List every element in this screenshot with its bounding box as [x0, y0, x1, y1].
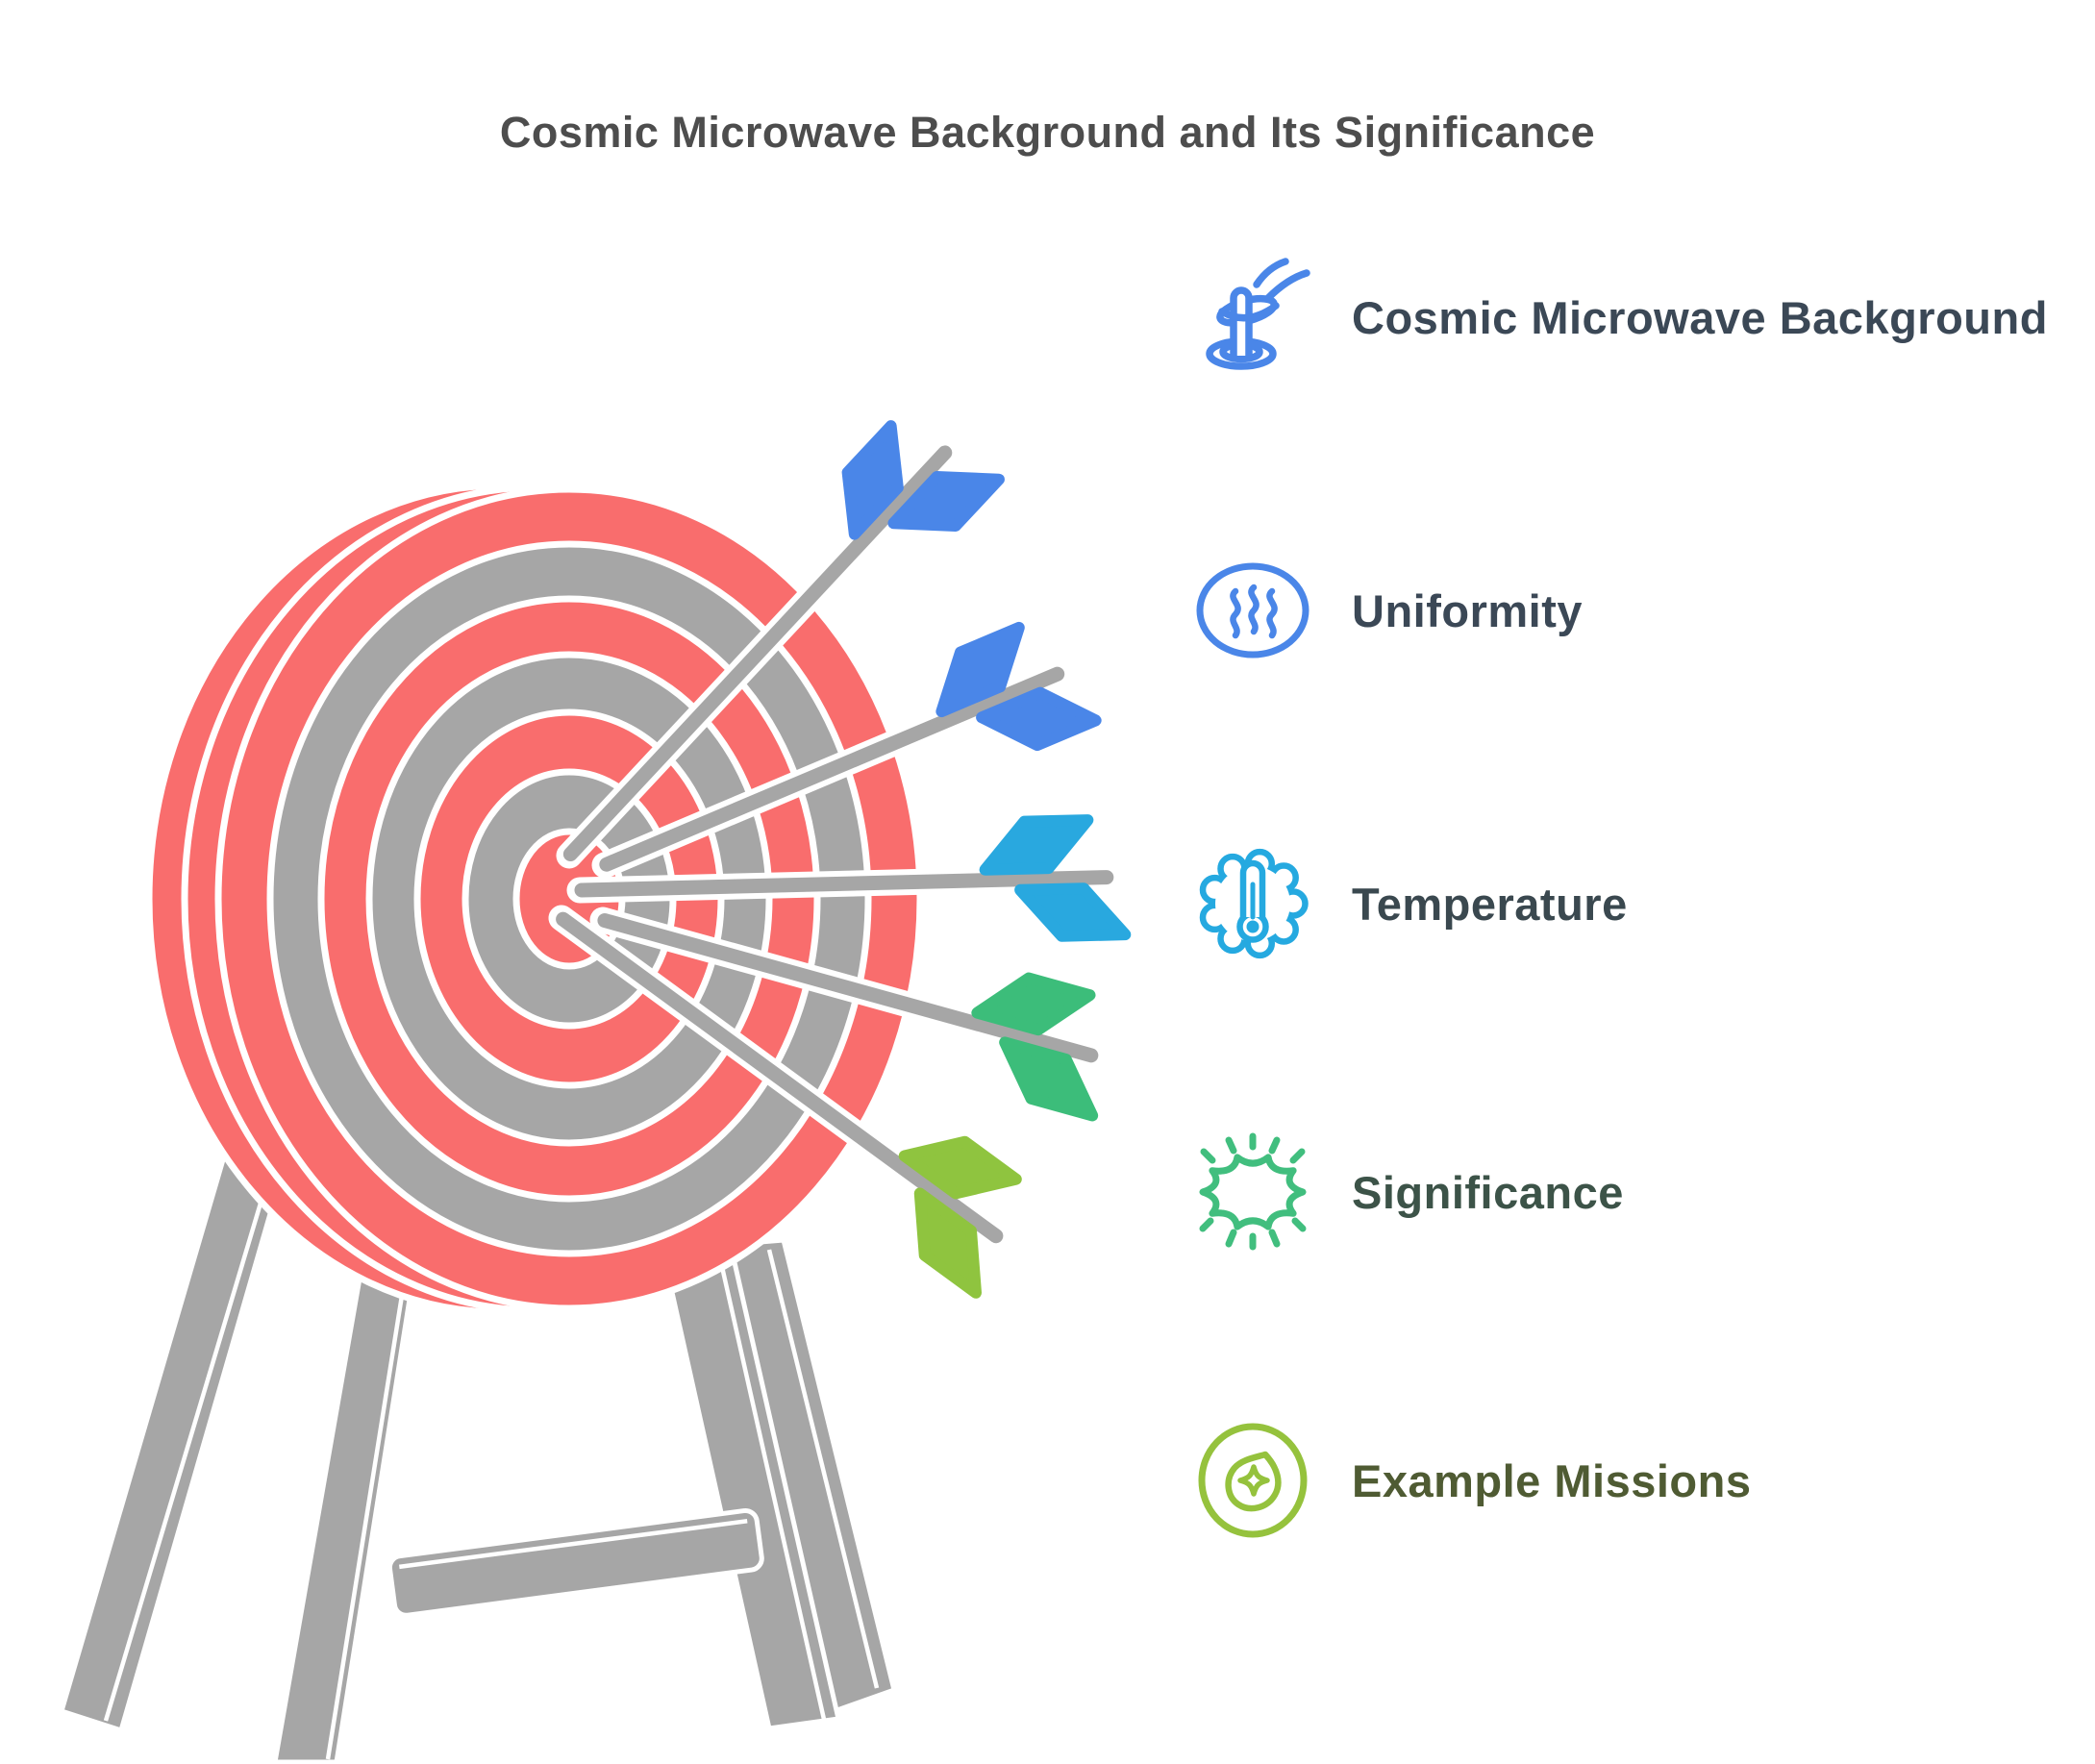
- fletching-blue: [841, 420, 904, 540]
- list-item: Cosmic Microwave Background: [1190, 255, 2048, 380]
- fletching-blue: [976, 686, 1102, 752]
- arrow-5: [548, 905, 1022, 1299]
- arrows: [548, 420, 1132, 1299]
- satellite-dish-icon: [1190, 255, 1315, 380]
- list-item-label: Uniformity: [1352, 584, 1583, 636]
- page-title: Cosmic Microwave Background and Its Sign…: [499, 108, 1596, 157]
- fletching-olive: [898, 1135, 1022, 1200]
- arrow-3: [566, 814, 1132, 942]
- arrow-1: [556, 420, 1005, 869]
- list-item: Temperature: [1190, 841, 1628, 966]
- target-stand: [58, 1097, 897, 1764]
- list-item-label: Temperature: [1352, 878, 1628, 930]
- location-pin-star-icon: [1190, 1418, 1315, 1543]
- list-item-label: Significance: [1352, 1166, 1624, 1218]
- list-item-label: Cosmic Microwave Background: [1352, 291, 2048, 343]
- list-item: Uniformity: [1190, 548, 1583, 673]
- fletching-cyan: [979, 814, 1094, 876]
- arrow-2: [591, 621, 1102, 879]
- heat-waves-icon: [1190, 548, 1315, 673]
- fletching-blue: [935, 621, 1025, 718]
- fletching-blue: [887, 470, 1005, 532]
- fletching-cyan: [1014, 882, 1132, 942]
- arrow-4: [589, 907, 1107, 1122]
- list-item: Example Missions: [1190, 1418, 1752, 1543]
- fletching-green: [971, 972, 1096, 1036]
- starburst-icon: [1190, 1130, 1315, 1255]
- fletching-olive: [913, 1187, 982, 1299]
- fletching-green: [999, 1036, 1099, 1122]
- list-item-label: Example Missions: [1352, 1454, 1752, 1506]
- stand-crossbar: [387, 1507, 764, 1618]
- list-item: Significance: [1190, 1130, 1624, 1255]
- gear-thermometer-icon: [1190, 841, 1315, 966]
